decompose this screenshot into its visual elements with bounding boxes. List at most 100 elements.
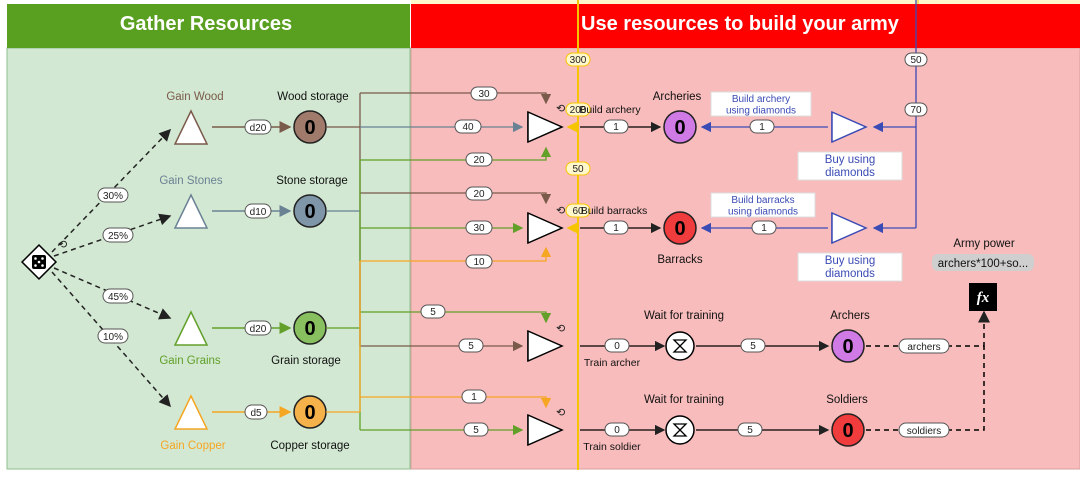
- pool-soldiers-label: Soldiers: [826, 394, 868, 406]
- svg-text:30%: 30%: [103, 191, 123, 202]
- svg-text:20: 20: [473, 155, 485, 166]
- source-stones[interactable]: Gain Stones: [159, 175, 223, 229]
- svg-text:5: 5: [473, 425, 479, 436]
- svg-text:5: 5: [750, 341, 756, 352]
- converter-soldier[interactable]: ⟲ Train soldier: [527, 407, 641, 453]
- pool-grain[interactable]: 0 Grain storage: [271, 311, 341, 367]
- trigger-icon: ⟲: [556, 205, 565, 217]
- source-grains-label: Gain Grains: [159, 355, 221, 367]
- svg-text:60: 60: [572, 206, 584, 217]
- source-wood-label: Gain Wood: [166, 91, 223, 103]
- svg-text:40: 40: [462, 122, 474, 133]
- svg-text:25%: 25%: [108, 231, 128, 242]
- pool-copper[interactable]: 0 Copper storage: [270, 395, 350, 452]
- converter-archery-label: Build archery: [579, 104, 641, 116]
- gather-header: [7, 4, 410, 48]
- dice-labels: d20 d10 d20 d5: [244, 119, 272, 420]
- pool-wood-label: Wood storage: [277, 91, 348, 103]
- svg-text:50: 50: [910, 55, 922, 66]
- army-power-label: Army power: [953, 238, 1015, 250]
- pool-soldiers[interactable]: 0 Soldiers: [826, 394, 868, 447]
- pool-archers[interactable]: 0 Archers: [830, 310, 870, 363]
- hourglass-icon: [672, 423, 688, 437]
- pool-archeries-label: Archeries: [653, 91, 702, 103]
- diamond-barracks[interactable]: [831, 211, 868, 245]
- svg-text:0: 0: [304, 318, 315, 340]
- svg-text:1: 1: [759, 122, 765, 133]
- svg-text:0: 0: [674, 218, 685, 240]
- svg-text:30: 30: [473, 223, 485, 234]
- svg-text:1: 1: [761, 223, 767, 234]
- svg-text:45%: 45%: [108, 292, 128, 303]
- converter-archer-label: Train archer: [584, 357, 641, 369]
- chance-labels: 30% 25% 45% 10%: [97, 187, 134, 344]
- svg-text:0: 0: [842, 336, 853, 358]
- svg-text:20: 20: [473, 189, 485, 200]
- svg-text:0: 0: [674, 117, 685, 139]
- source-copper-label: Gain Copper: [160, 440, 225, 452]
- svg-text:d20: d20: [250, 123, 267, 134]
- source-stones-label: Gain Stones: [159, 175, 223, 187]
- yellow-labels: 300 200 50 60: [565, 52, 591, 218]
- svg-text:0: 0: [614, 425, 620, 436]
- pool-wood[interactable]: 0 Wood storage: [277, 91, 349, 144]
- pool-barracks-label: Barracks: [657, 254, 703, 266]
- delay-soldier[interactable]: Wait for training: [644, 394, 724, 445]
- output-labels: 1 1 0 0 5 5: [603, 119, 766, 437]
- svg-text:soldiers: soldiers: [907, 426, 941, 437]
- svg-text:archers: archers: [907, 342, 940, 353]
- converter-archery[interactable]: ⟲ Build archery: [527, 103, 641, 144]
- delay-archer-label: Wait for training: [644, 310, 724, 322]
- army-formula: archers*100+so...: [938, 258, 1028, 270]
- converter-archer[interactable]: ⟲ Train archer: [527, 323, 641, 369]
- build-header: [411, 4, 1080, 48]
- svg-text:0: 0: [304, 117, 315, 139]
- trigger-icon: ⟲: [556, 323, 565, 335]
- army-power[interactable]: Army power archers*100+so... fx: [932, 238, 1034, 311]
- svg-text:70: 70: [910, 105, 922, 116]
- pool-barracks[interactable]: 0 Barracks: [657, 211, 703, 266]
- gather-panel: [6, 47, 411, 470]
- gather-title: Gather Resources: [120, 13, 292, 35]
- svg-text:1: 1: [613, 122, 619, 133]
- svg-text:0: 0: [304, 201, 315, 223]
- source-wood[interactable]: Gain Wood: [166, 91, 224, 145]
- converter-barracks[interactable]: ⟲ Build barracks: [527, 205, 648, 245]
- svg-text:5: 5: [468, 341, 474, 352]
- pool-stone-label: Stone storage: [276, 175, 348, 187]
- svg-text:5: 5: [747, 425, 753, 436]
- variable-labels: archers soldiers: [898, 338, 950, 438]
- svg-text:d20: d20: [250, 324, 267, 335]
- cost-labels: 30 40 20 20 30 10 5 5 1 5: [420, 86, 498, 437]
- diamond-archery[interactable]: [831, 110, 868, 144]
- pool-copper-label: Copper storage: [270, 440, 349, 452]
- svg-text:0: 0: [614, 341, 620, 352]
- trigger-icon: ⟲: [556, 103, 565, 115]
- pool-grain-label: Grain storage: [271, 355, 341, 367]
- build-title: Use resources to build your army: [581, 13, 900, 35]
- svg-text:30: 30: [478, 89, 490, 100]
- svg-text:200: 200: [570, 105, 587, 116]
- pool-archeries[interactable]: 0 Archeries: [653, 91, 702, 144]
- hourglass-icon: [672, 339, 688, 353]
- svg-text:fx: fx: [977, 290, 990, 306]
- svg-text:0: 0: [304, 402, 315, 424]
- converter-barracks-label: Build barracks: [581, 205, 648, 217]
- dice-source[interactable]: [20, 243, 58, 281]
- svg-text:10%: 10%: [103, 332, 123, 343]
- source-grains[interactable]: Gain Grains: [159, 310, 221, 367]
- svg-text:d5: d5: [250, 408, 262, 419]
- svg-text:300: 300: [570, 55, 587, 66]
- svg-text:1: 1: [471, 392, 477, 403]
- source-copper[interactable]: Gain Copper: [160, 394, 226, 452]
- delay-soldier-label: Wait for training: [644, 394, 724, 406]
- pool-stone[interactable]: 0 Stone storage: [276, 175, 348, 228]
- delay-archer[interactable]: Wait for training: [644, 310, 724, 361]
- svg-text:d10: d10: [250, 207, 267, 218]
